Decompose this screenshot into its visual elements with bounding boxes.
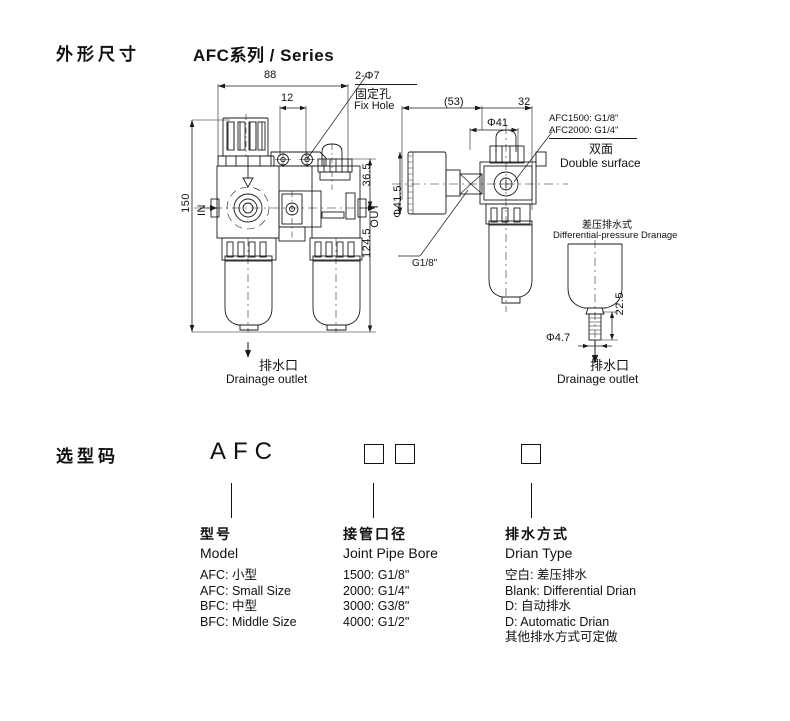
detail-drain-label-cn: 排水口 <box>590 358 630 373</box>
legend-column-bore: 接管口径 Joint Pipe Bore 1500: G1/8" 2000: G… <box>343 524 493 630</box>
legend-bore-row-1: 1500: G1/8" <box>343 568 410 582</box>
legend-drain-row-3: D: 自动排水 <box>505 599 571 613</box>
front-drain-label-en: Drainage outlet <box>226 372 308 386</box>
legend-drain-row-2: Blank: Differential Drian <box>505 583 637 598</box>
legend-drain-head-en: Drian Type <box>505 545 573 561</box>
dim-32: 32 <box>518 96 531 108</box>
fix-hole-underline <box>355 84 417 85</box>
dim-phi41-5: Φ41.5 <box>392 185 404 218</box>
thread-label-underline <box>549 138 637 139</box>
fix-hole-dim-text: 2-Φ7 <box>355 70 380 82</box>
fix-hole-label-en: Fix Hole <box>354 100 395 112</box>
legend-bore-row-4: 4000: G1/2" <box>343 614 410 629</box>
legend-bore-head-en: Joint Pipe Bore <box>343 545 438 561</box>
bore-code-boxes[interactable] <box>364 444 416 469</box>
series-title: AFC系列 / Series <box>193 46 335 65</box>
detail-drain-label-en: Drainage outlet <box>557 372 639 386</box>
drain-code-box-1[interactable] <box>521 444 541 464</box>
legend-model-head-cn: 型号 <box>200 526 232 542</box>
thread-afc1500-label: AFC1500: G1/8" <box>549 113 619 124</box>
legend-drain-row-4: D: Automatic Drian <box>505 614 610 629</box>
drain-detail-drawing <box>540 240 700 370</box>
selection-code-section-title: 选型码 <box>56 447 119 466</box>
double-surface-label-en: Double surface <box>560 156 641 170</box>
dim-phi4-7: Φ4.7 <box>546 332 571 344</box>
double-surface-label-cn: 双面 <box>589 142 614 156</box>
legend-model-row-3: BFC: 中型 <box>200 599 257 613</box>
model-code-text: AFC <box>210 438 279 465</box>
label-in: IN <box>196 204 208 216</box>
dim-53: (53) <box>444 96 464 108</box>
legend-drain-row-5: 其他排水方式可定做 <box>505 630 618 644</box>
side-view-drawing <box>390 90 570 370</box>
legend-drain-row-1: 空白: 差压排水 <box>505 568 587 582</box>
bore-connector-line <box>373 483 375 518</box>
bore-code-box-2[interactable] <box>395 444 416 464</box>
drain-connector-line <box>531 483 533 518</box>
fix-hole-label-cn: 固定孔 <box>355 87 392 101</box>
fix-hole-dim: 2-Φ7 <box>355 70 380 82</box>
dim-36-5: 36.5 <box>361 163 373 187</box>
legend-bore-row-3: 3000: G3/8" <box>343 599 410 613</box>
dimensions-section-title: 外形尺寸 <box>56 45 140 64</box>
bore-code-box-1[interactable] <box>364 444 384 464</box>
legend-model-head-en: Model <box>200 545 239 561</box>
dim-124-5: 124.5 <box>361 228 373 259</box>
drain-code-boxes[interactable] <box>521 444 541 469</box>
model-connector-line <box>231 483 233 518</box>
legend-model-row-2: AFC: Small Size <box>200 583 291 598</box>
diff-drain-title-en: Differential-pressure Dranage <box>553 230 678 241</box>
legend-model-row-4: BFC: Middle Size <box>200 614 297 629</box>
dim-22-5: 22.5 <box>614 292 626 316</box>
legend-bore-row-2: 2000: G1/4" <box>343 583 410 598</box>
front-view-drawing <box>170 60 400 390</box>
dim-150: 150 <box>180 193 192 213</box>
diff-drain-title-cn: 差压排水式 <box>582 220 632 231</box>
legend-column-drain: 排水方式 Drian Type 空白: 差压排水 Blank: Differen… <box>505 524 705 646</box>
side-port-thread: G1/8" <box>412 258 438 269</box>
legend-model-row-1: AFC: 小型 <box>200 568 257 582</box>
dim-phi41: Φ41 <box>487 117 509 129</box>
legend-bore-head-cn: 接管口径 <box>343 526 407 542</box>
legend-drain-head-cn: 排水方式 <box>505 526 569 542</box>
dim-12: 12 <box>281 92 294 104</box>
dim-88: 88 <box>264 69 277 81</box>
front-drain-label-cn: 排水口 <box>259 358 299 373</box>
thread-afc2000-label: AFC2000: G1/4" <box>549 125 619 136</box>
legend-column-model: 型号 Model AFC: 小型 AFC: Small Size BFC: 中型… <box>200 524 340 630</box>
label-out: OUT <box>369 203 381 228</box>
